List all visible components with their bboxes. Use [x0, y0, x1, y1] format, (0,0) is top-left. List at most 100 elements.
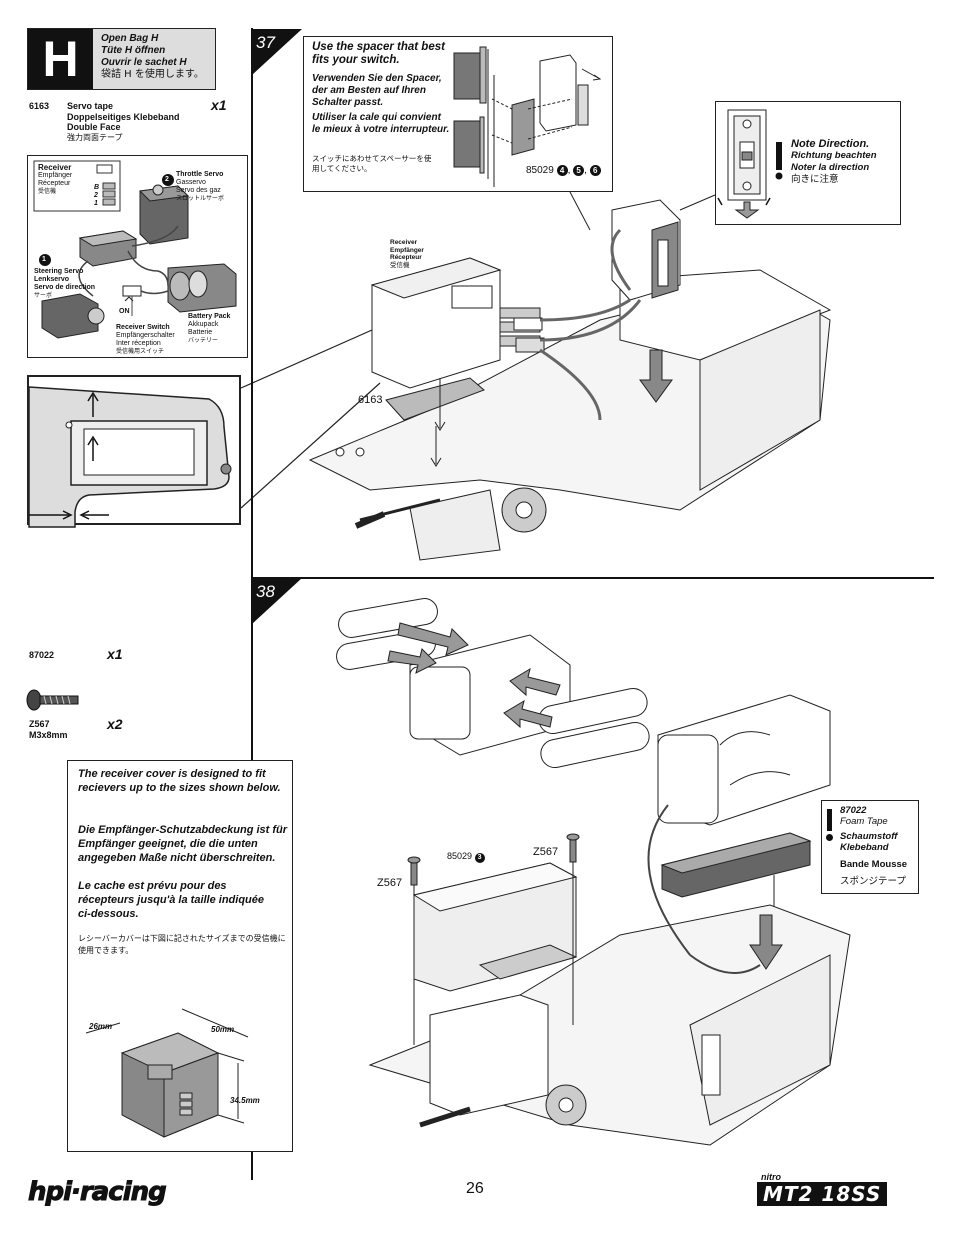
battery-en: Battery Pack [188, 313, 231, 320]
part-name-en: Servo tape [67, 101, 114, 111]
part-qty-z567: x2 [107, 716, 123, 732]
note-jp: 向きに注意 [791, 174, 839, 185]
spacer-variant-6: 6 [589, 165, 601, 176]
bag-line-de: Tüte H öffnen [101, 45, 166, 56]
cover-part-id: 85029 [447, 851, 473, 861]
s37-receiver-en: Receiver [390, 239, 418, 246]
spacer-illustration [453, 46, 602, 187]
s37-receiver-fr: Récepteur [390, 254, 422, 261]
steering-de: Lenkservo [34, 276, 70, 283]
foam-id: 87022 [840, 805, 867, 816]
switch-on-label: ON [119, 308, 130, 315]
spacer-variant-4: 4 [556, 165, 568, 176]
wiring-illustration [33, 160, 237, 339]
spacer-fr: Utiliser la cale qui convient le mieux à… [312, 112, 450, 135]
foam-tape-callout: 87022 Foam Tape Schaumstoff Klebeband Ba… [821, 800, 919, 894]
warning-dot [826, 834, 833, 841]
switch-fr: Inter réception [116, 340, 161, 347]
step-37-tape-label: 6163 [358, 394, 383, 406]
throttle-jp: スロットルサーボ [176, 195, 225, 202]
part-name-de: Doppelseitiges Klebeband [67, 112, 180, 122]
channel-1: 1 [94, 200, 98, 207]
foam-de: Schaumstoff Klebeband [840, 831, 898, 853]
battery-jp: バッテリー [188, 337, 219, 344]
bag-line-en: Open Bag H [101, 33, 159, 44]
part-qty-87022: x1 [107, 646, 123, 662]
z567-id: Z567 [29, 719, 50, 729]
battery-label: Battery Pack Akkupack Batterie バッテリー [188, 313, 230, 345]
dim-26mm: 26mm [89, 1022, 113, 1031]
receiver-fr: Récepteur [38, 180, 71, 187]
spacer-en: Use the spacer that best fits your switc… [312, 41, 445, 66]
model-prefix: nitro [761, 1172, 781, 1182]
part-name-jp: 強力両面テープ [67, 133, 123, 142]
steering-fr: Servo de direction [34, 284, 96, 291]
battery-fr: Batterie [188, 329, 213, 336]
step-divider [251, 577, 934, 579]
screw-label-left: Z567 [377, 877, 403, 889]
switch-jp: 受信機用スイッチ [116, 348, 165, 355]
throttle-en: Throttle Servo [176, 171, 224, 178]
warning-bar [827, 809, 832, 831]
receiver-note-en: The receiver cover is designed to fit re… [78, 768, 281, 794]
part-id-6163: 6163 [29, 101, 50, 111]
bag-line-fr: Ouvrir le sachet H [101, 57, 187, 68]
receiver-jp: 受信機 [38, 188, 57, 195]
step-37-illustration [308, 191, 832, 561]
foam-tape-text: 87022 Foam Tape Schaumstoff Klebeband Ba… [840, 805, 918, 887]
note-en: Note Direction. [791, 138, 870, 150]
screw-label-right: Z567 [533, 846, 559, 858]
receiver-de: Empfänger [38, 172, 73, 179]
receiver-dimension-drawing [85, 1008, 249, 1138]
step-37-tab [252, 29, 302, 75]
spacer-de: Verwenden Sie den Spacer, der am Besten … [312, 73, 442, 108]
dim-50mm: 50mm [211, 1025, 235, 1034]
switch-label: Receiver Switch Empfängerschalter Inter … [116, 324, 175, 356]
steering-en: Steering Servo [34, 268, 84, 275]
step-37-receiver-label: Receiver Empfänger Récepteur 受信機 [390, 239, 424, 269]
s37-receiver-jp: 受信機 [390, 260, 410, 269]
part-name-fr: Double Face [67, 122, 121, 132]
throttle-fr: Servo des gaz [176, 187, 221, 194]
model-name: MT2 18SS [757, 1182, 888, 1206]
badge-two: 2 [165, 176, 169, 183]
model-logo: nitro MT2 18SS [757, 1172, 888, 1206]
spacer-part-number: 85029 4, 5, 6 [526, 165, 601, 176]
bag-letter: H [28, 29, 93, 89]
zoom-detail [27, 375, 241, 528]
part-qty-6163: x1 [211, 97, 227, 113]
page-number: 26 [466, 1180, 484, 1197]
step-38-illustration [336, 598, 851, 1146]
badge-one: 1 [42, 256, 46, 263]
cover-variant: 3 [474, 853, 485, 863]
switch-de: Empfängerschalter [116, 332, 175, 339]
receiver-size-callout: The receiver cover is designed to fit re… [67, 760, 293, 1152]
channel-2: 2 [94, 192, 98, 199]
bag-header: H Open Bag H Tüte H öffnen Ouvrir le sac… [27, 28, 216, 90]
note-de: Richtung beachten [791, 150, 877, 161]
part-id-87022: 87022 [29, 650, 55, 660]
cover-part-label: 85029 3 [447, 851, 485, 863]
battery-de: Akkupack [188, 321, 219, 328]
switch-en: Receiver Switch [116, 324, 170, 331]
spacer-callout: Use the spacer that best fits your switc… [303, 36, 613, 192]
spacer-jp: スイッチにあわせてスペーサーを使用してください。 [312, 154, 432, 173]
bag-instructions: Open Bag H Tüte H öffnen Ouvrir le sache… [101, 33, 204, 81]
note-direction-text: Note Direction. Richtung beachten Noter … [791, 138, 877, 186]
bag-line-jp: 袋詰 H を使用します。 [101, 69, 204, 80]
receiver-note-jp: レシーバーカバーは下図に記されたサイズまでの受信機に使用できます。 [78, 934, 286, 955]
z567-size: M3x8mm [29, 730, 68, 740]
hpi-racing-logo: hpi·racing [28, 1177, 168, 1208]
step-37-number: 37 [256, 33, 275, 52]
foam-en: Foam Tape [840, 816, 888, 827]
screw-icon [26, 689, 79, 711]
channel-b: B [94, 184, 100, 191]
note-fr: Noter la direction [791, 162, 870, 173]
receiver-note-de: Die Empfänger-Schutzabdeckung ist für Em… [78, 824, 288, 864]
zoom-illustration [28, 386, 232, 528]
receiver-en: Receiver [38, 163, 72, 172]
note-direction-callout: Note Direction. Richtung beachten Noter … [715, 101, 901, 225]
wiring-receiver-label: Receiver Empfänger Récepteur 受信機 [38, 164, 72, 196]
switch-detail [717, 109, 783, 219]
